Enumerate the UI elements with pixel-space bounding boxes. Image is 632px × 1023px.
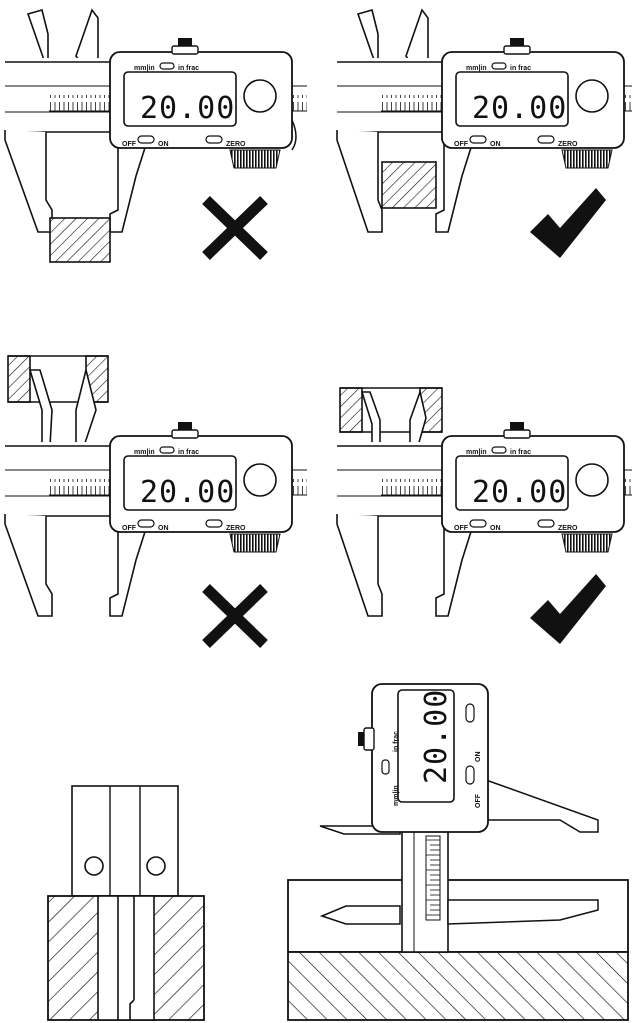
- thumb-roller[interactable]: [575, 463, 609, 497]
- caliper-beam-end: [71, 785, 179, 897]
- check-mark-icon: [530, 574, 606, 644]
- panel-depth-measurement: [47, 785, 205, 1021]
- thumb-roller[interactable]: [243, 79, 277, 113]
- on-label: ON: [490, 141, 501, 148]
- zero-button[interactable]: [465, 703, 475, 723]
- caliper-display-head: mm|in in frac 20.00 OFF ON ZERO: [441, 422, 625, 553]
- on-label: ON: [490, 525, 501, 532]
- panel-outside-incorrect: mm|in in frac 20.00 OFF ON ZERO: [4, 8, 308, 263]
- panel-inside-incorrect: mm|in in frac 20.00 OFF ON ZERO: [4, 355, 308, 648]
- power-button[interactable]: [137, 519, 155, 528]
- frac-label: in frac: [510, 65, 531, 72]
- zero-label: ZERO: [558, 525, 578, 532]
- cross-mark-icon: [202, 196, 268, 260]
- mode-label: mm|in: [134, 449, 155, 456]
- mode-button[interactable]: [159, 62, 175, 70]
- on-label: ON: [158, 525, 169, 532]
- frac-label: in frac: [178, 65, 199, 72]
- lcd-readout: 20.00: [419, 689, 454, 784]
- power-button[interactable]: [469, 135, 487, 144]
- off-label: OFF: [475, 793, 482, 808]
- lcd-readout: 20.00: [140, 91, 235, 126]
- thumb-roller[interactable]: [243, 463, 277, 497]
- off-label: OFF: [122, 525, 137, 532]
- zero-button[interactable]: [537, 135, 555, 144]
- lcd-readout: 20.00: [140, 475, 235, 510]
- zero-button[interactable]: [205, 135, 223, 144]
- hatched-block: [47, 895, 205, 1021]
- on-label: ON: [475, 752, 482, 763]
- off-label: OFF: [454, 141, 469, 148]
- panel-step-measurement: mm|in in frac 20.00 ON OFF: [287, 683, 629, 1021]
- hollow-workpiece: [339, 387, 443, 433]
- mode-button[interactable]: [159, 446, 175, 454]
- mode-label: mm|in: [393, 785, 400, 806]
- frac-label: in frac: [393, 731, 400, 752]
- step-base-block: [287, 951, 629, 1021]
- zero-button[interactable]: [205, 519, 223, 528]
- power-button[interactable]: [469, 519, 487, 528]
- zero-button[interactable]: [537, 519, 555, 528]
- thumb-roller[interactable]: [575, 79, 609, 113]
- workpiece: [381, 161, 437, 209]
- frac-label: in frac: [510, 449, 531, 456]
- zero-label: ZERO: [226, 525, 246, 532]
- lcd-readout: 20.00: [472, 91, 567, 126]
- caliper-display-head: mm|in in frac 20.00 OFF ON ZERO: [441, 38, 625, 169]
- caliper-display-head: mm|in in frac 20.00 ON OFF: [358, 683, 489, 833]
- vertical-beam: [401, 825, 449, 953]
- panel-inside-correct: mm|in in frac 20.00 OFF ON ZERO: [336, 387, 632, 644]
- caliper-display-head: mm|in in frac 20.00 OFF ON ZERO: [109, 422, 293, 553]
- mode-label: mm|in: [134, 65, 155, 72]
- mode-button[interactable]: [381, 759, 390, 775]
- on-label: ON: [158, 141, 169, 148]
- frac-label: in frac: [178, 449, 199, 456]
- zero-label: ZERO: [558, 141, 578, 148]
- power-button[interactable]: [465, 765, 475, 785]
- cross-mark-icon: [202, 584, 268, 648]
- mode-label: mm|in: [466, 65, 487, 72]
- depth-rod: [117, 896, 135, 1020]
- off-label: OFF: [454, 525, 469, 532]
- mode-button[interactable]: [491, 446, 507, 454]
- zero-label: ZERO: [226, 141, 246, 148]
- mode-button[interactable]: [491, 62, 507, 70]
- mode-label: mm|in: [466, 449, 487, 456]
- power-button[interactable]: [137, 135, 155, 144]
- off-label: OFF: [122, 141, 137, 148]
- workpiece: [49, 217, 111, 263]
- lcd-readout: 20.00: [472, 475, 567, 510]
- panel-outside-correct: mm|in in frac 20.00 OFF ON ZERO: [336, 8, 632, 258]
- caliper-display-head: mm|in in frac 20.00 OFF ON ZERO: [109, 38, 297, 169]
- check-mark-icon: [530, 188, 606, 258]
